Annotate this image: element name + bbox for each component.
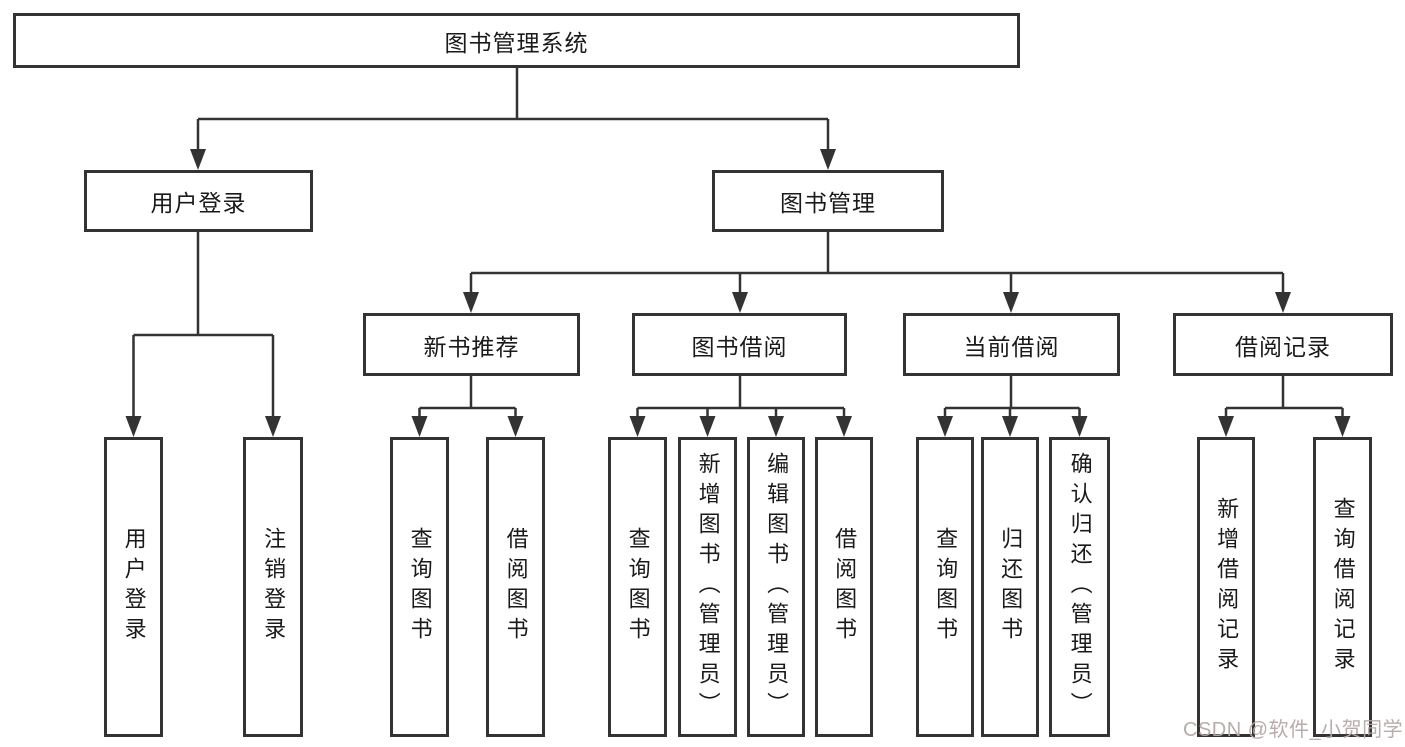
leaf-borrow-borrow-books: 借阅图书 [815,437,873,737]
leaf-newbook-borrow-books: 借阅图书 [486,437,545,737]
arrowhead [937,416,953,437]
arrowhead [820,149,836,170]
arrowhead [1003,292,1019,313]
node-borrow-records-label: 借阅记录 [1235,333,1331,360]
arrowhead [1002,416,1018,437]
arrowhead [1071,416,1088,437]
node-new-book-recommend: 新书推荐 [363,313,580,376]
connector-book-management-children [469,232,1285,294]
connector-current-borrow-children [943,376,1081,418]
node-root-label: 图书管理系统 [444,29,589,56]
arrowhead [1334,416,1351,437]
leaf-current-confirm-return-admin: 确认归还（管理员） [1049,437,1110,737]
node-borrow-records: 借阅记录 [1173,313,1393,376]
node-current-borrow-label: 当前借阅 [963,333,1060,360]
leaf-borrow-add-books-admin: 新增图书（管理员） [678,437,737,737]
leaf-borrow-edit-books-admin-label: 编辑图书（管理员） [764,452,790,722]
arrowhead [836,416,852,437]
leaf-borrow-add-books-admin-label: 新增图书（管理员） [695,452,721,722]
node-book-management-label: 图书管理 [780,190,876,216]
leaf-newbook-borrow-books-label: 借阅图书 [503,527,529,647]
leaf-user-login: 用户登录 [104,437,163,737]
arrowhead [629,416,646,437]
node-book-borrow-label: 图书借阅 [691,333,788,360]
leaf-borrow-edit-books-admin: 编辑图书（管理员） [747,437,805,737]
arrowhead [507,416,524,437]
arrowhead [125,416,142,437]
leaf-newbook-query-books-label: 查询图书 [407,527,433,647]
leaf-logout-label: 注销登录 [261,527,287,647]
leaf-records-add-record: 新增借阅记录 [1197,437,1255,737]
leaf-records-query-record-label: 查询借阅记录 [1330,497,1356,677]
connector-user-login-children [132,232,275,418]
leaf-current-return-books: 归还图书 [981,437,1039,737]
leaf-records-query-record: 查询借阅记录 [1313,437,1372,737]
leaf-user-login-label: 用户登录 [121,527,147,647]
arrowhead [190,149,206,170]
arrowhead [265,416,281,437]
leaf-records-add-record-label: 新增借阅记录 [1214,497,1240,677]
connector-new-book-children [418,376,517,418]
connector-book-borrow-children [636,376,846,418]
node-root: 图书管理系统 [13,13,1020,68]
connector-root-to-level1 [196,68,830,150]
arrowhead [463,292,479,313]
leaf-current-return-books-label: 归还图书 [998,527,1024,647]
leaf-logout: 注销登录 [243,437,303,737]
leaf-newbook-query-books: 查询图书 [390,437,449,737]
node-current-borrow: 当前借阅 [903,313,1120,376]
node-new-book-recommend-label: 新书推荐 [423,333,520,360]
node-book-management: 图书管理 [712,170,944,232]
node-user-login-label: 用户登录 [150,190,247,216]
node-book-borrow: 图书借阅 [632,313,847,376]
leaf-borrow-borrow-books-label: 借阅图书 [832,527,858,647]
arrowheads [125,149,1351,437]
arrowhead [699,416,716,437]
arrowhead [732,292,748,313]
connector-borrow-records-children [1224,376,1344,418]
arrowhead [768,416,784,437]
leaf-current-confirm-return-admin-label: 确认归还（管理员） [1067,452,1093,722]
leaf-current-query-books-label: 查询图书 [933,527,959,647]
arrowhead [411,416,428,437]
leaf-borrow-query-books-label: 查询图书 [625,527,651,647]
csdn-watermark: CSDN @软件_小贺同学 [1183,719,1404,741]
arrowhead [1218,416,1234,437]
leaf-borrow-query-books: 查询图书 [608,437,667,737]
leaf-current-query-books: 查询图书 [916,437,974,737]
arrowhead [1275,292,1291,313]
node-user-login: 用户登录 [84,170,313,232]
